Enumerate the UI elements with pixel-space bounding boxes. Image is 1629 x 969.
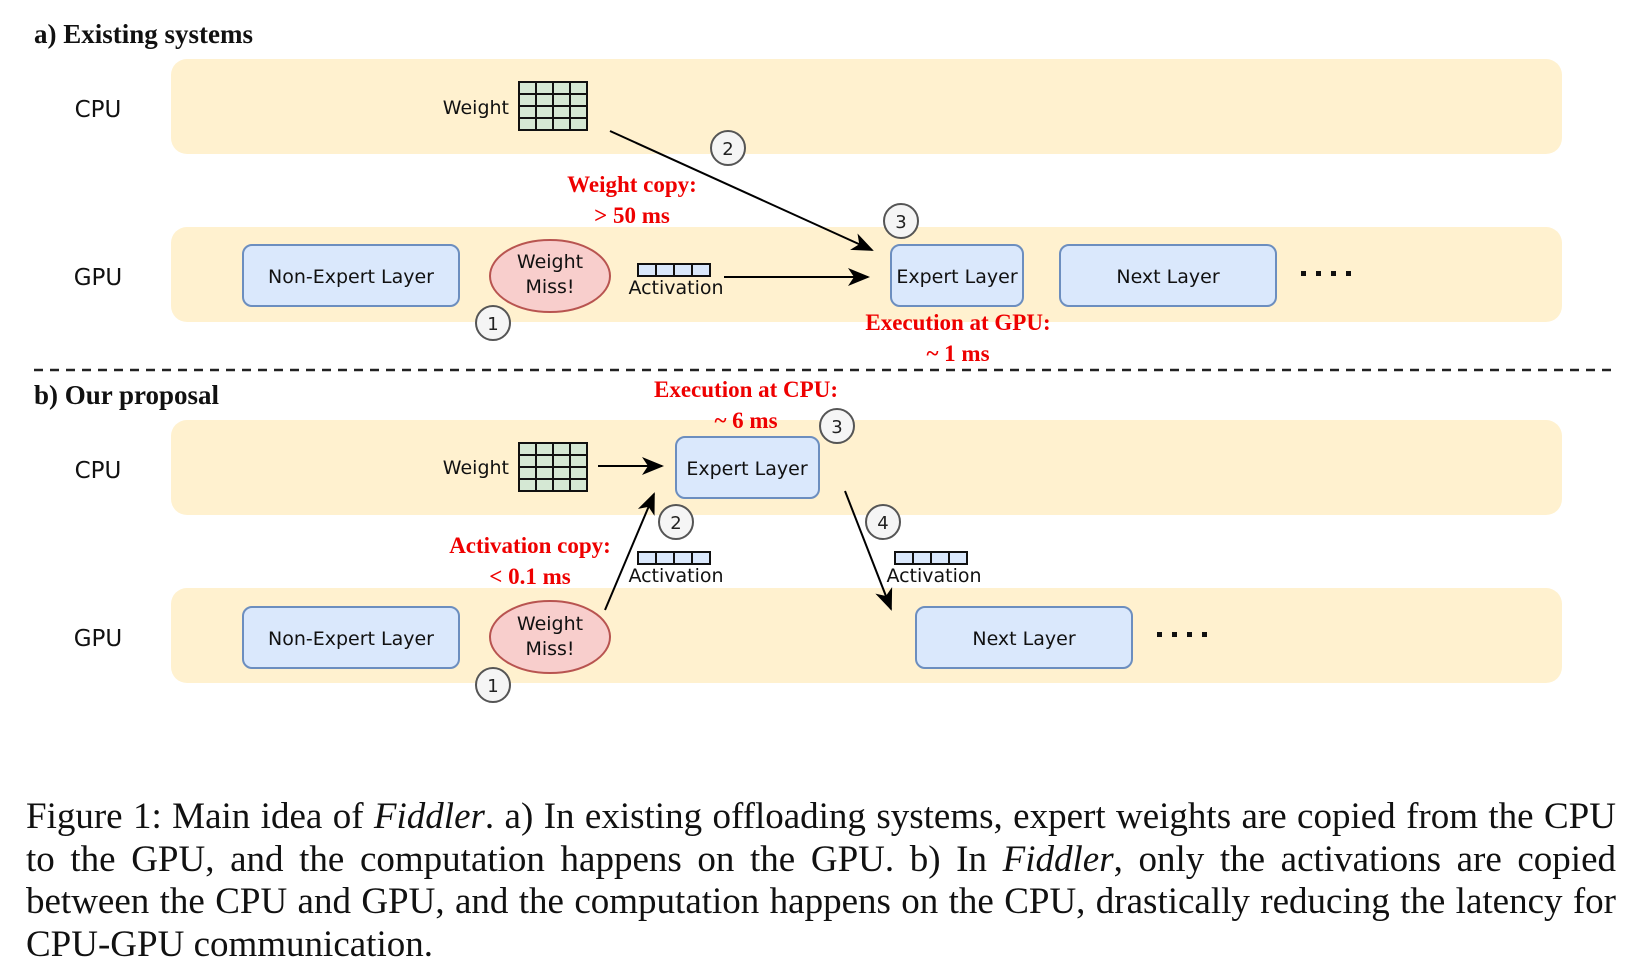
section-a-title: a) Existing systems	[34, 19, 253, 49]
fiddler-diagram: a) Existing systems CPU GPU Weight Weigh…	[34, 19, 1612, 703]
next-layer-a: Next Layer	[1059, 244, 1277, 307]
activation-label-b-down: Activation	[886, 565, 981, 587]
step-4-badge-b: 4	[865, 504, 901, 540]
exec-cpu-time: ~ 6 ms	[714, 408, 777, 433]
caption-part-a: . a) In existing offloading systems, exp…	[26, 796, 1616, 880]
step-3-badge-a: 3	[883, 203, 919, 239]
svg-text:3: 3	[831, 417, 842, 438]
svg-text:Expert Layer: Expert Layer	[896, 266, 1017, 288]
weight-matrix-icon	[518, 442, 588, 492]
weight-miss-a: Weight Miss!	[489, 239, 611, 313]
cpu-label-a: CPU	[75, 97, 122, 123]
weight-label-a: Weight	[443, 97, 509, 119]
figure-caption: Figure 1: Main idea of Fiddler. a) In ex…	[26, 796, 1616, 966]
svg-text:3: 3	[895, 212, 906, 233]
gpu-label-b: GPU	[74, 626, 123, 652]
svg-text:1: 1	[487, 314, 498, 335]
step-1-badge-a: 1	[475, 305, 511, 341]
svg-text:Weight: Weight	[517, 251, 583, 273]
svg-text:2: 2	[722, 139, 733, 160]
expert-layer-a: Expert Layer	[890, 244, 1024, 307]
activation-copy-time: < 0.1 ms	[489, 564, 571, 589]
caption-prefix: Figure 1: Main idea of	[26, 796, 374, 837]
exec-gpu-label: Execution at GPU:	[865, 310, 1050, 335]
weight-copy-arrow	[609, 130, 874, 251]
step-1-badge-b: 1	[475, 667, 511, 703]
activation-label-a: Activation	[628, 277, 723, 299]
svg-text:Non-Expert Layer: Non-Expert Layer	[268, 266, 434, 288]
weight-matrix-icon	[518, 81, 588, 131]
weight-miss-b: Weight Miss!	[489, 600, 611, 674]
activation-label-b-up: Activation	[628, 565, 723, 587]
activation-vector-icon	[637, 551, 711, 565]
svg-text:Non-Expert Layer: Non-Expert Layer	[268, 628, 434, 650]
caption-name: Fiddler	[373, 796, 485, 837]
non-expert-layer-a: Non-Expert Layer	[242, 244, 460, 307]
svg-text:Next Layer: Next Layer	[1116, 266, 1219, 288]
weight-label-b: Weight	[443, 457, 509, 479]
cpu-lane-a	[171, 59, 1562, 154]
next-layer-b: Next Layer	[915, 606, 1133, 669]
svg-text:Miss!: Miss!	[525, 276, 574, 298]
non-expert-layer-b: Non-Expert Layer	[242, 606, 460, 669]
exec-cpu-label: Execution at CPU:	[654, 377, 838, 402]
activation-down-arrow	[844, 490, 893, 611]
cpu-label-b: CPU	[75, 458, 122, 484]
exec-gpu-time: ~ 1 ms	[926, 341, 989, 366]
svg-text:2: 2	[670, 513, 681, 534]
step-2-badge-a: 2	[710, 130, 746, 166]
caption-part-b: , only the activations are copied betwee…	[26, 838, 1616, 965]
activation-vector-icon	[894, 551, 968, 565]
activation-up-arrow	[604, 492, 655, 611]
gpu-label-a: GPU	[74, 265, 123, 291]
svg-text:Miss!: Miss!	[525, 638, 574, 660]
activation-copy-label: Activation copy:	[449, 533, 611, 558]
step-3-badge-b: 3	[819, 408, 855, 444]
expert-layer-b: Expert Layer	[675, 436, 820, 499]
caption-name: Fiddler	[1002, 838, 1114, 880]
weight-copy-time: > 50 ms	[594, 203, 670, 228]
ellipsis-b	[1157, 632, 1207, 637]
ellipsis-a	[1301, 271, 1351, 276]
svg-text:4: 4	[877, 513, 888, 534]
cpu-lane-b	[171, 420, 1562, 515]
section-b-title: b) Our proposal	[34, 380, 220, 410]
svg-text:Weight: Weight	[517, 613, 583, 635]
activation-vector-icon	[637, 263, 711, 277]
svg-text:Next Layer: Next Layer	[972, 628, 1075, 650]
svg-text:Expert Layer: Expert Layer	[686, 458, 807, 480]
svg-text:1: 1	[487, 676, 498, 697]
weight-copy-label: Weight copy:	[567, 172, 697, 197]
step-2-badge-b: 2	[658, 504, 694, 540]
